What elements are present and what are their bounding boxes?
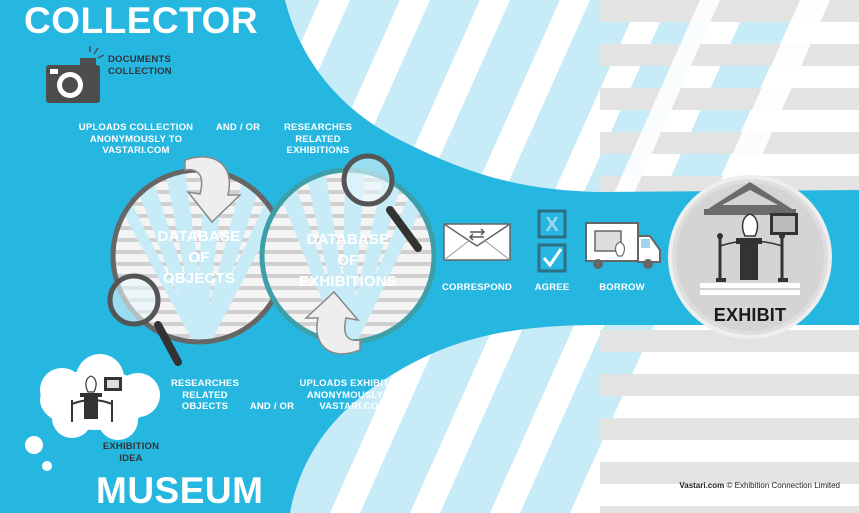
envelope-icon <box>443 223 511 261</box>
museum-building-icon <box>668 175 832 339</box>
database-exhibitions-label: DATABASE OF EXHIBITIONS <box>298 231 398 290</box>
svg-text:X: X <box>545 214 559 236</box>
checkbox-icon <box>537 243 567 273</box>
agree-label: AGREE <box>534 282 570 293</box>
and-or-top-label: AND / OR <box>215 122 261 133</box>
camera-icon <box>46 46 105 103</box>
correspond-label: CORRESPOND <box>441 282 513 293</box>
museum-title: MUSEUM <box>96 470 264 511</box>
exhibition-idea-label: EXHIBITION IDEA <box>102 441 160 464</box>
magnifier-icon <box>341 153 422 252</box>
credit-brand: Vastari.com <box>679 481 725 490</box>
x-box-icon: X <box>537 209 567 239</box>
documents-collection-label: DOCUMENTS COLLECTION <box>108 54 172 77</box>
credit-text: © Exhibition Connection Limited <box>724 481 840 490</box>
arrow-icon <box>304 290 361 355</box>
researches-objects-label: RESEARCHES RELATED OBJECTS <box>171 378 239 412</box>
uploads-collection-label: UPLOADS COLLECTION ANONYMOUSLY TO VASTAR… <box>78 122 194 156</box>
database-objects-label: DATABASE OF OBJECTS <box>157 228 241 287</box>
arrow-icon <box>184 156 242 224</box>
researches-exhibitions-label: RESEARCHES RELATED EXHIBITIONS <box>284 122 352 156</box>
magnifier-icon <box>107 273 182 366</box>
exhibit-label: EXHIBIT <box>713 305 787 325</box>
collector-title: COLLECTOR <box>24 0 259 41</box>
and-or-bottom-label: AND / OR <box>249 401 295 412</box>
copyright-credit: Vastari.com © Exhibition Connection Limi… <box>600 481 840 490</box>
truck-icon <box>585 222 661 269</box>
uploads-exhibition-label: UPLOADS EXHIBITION ANONYMOUSLY TO VASTAR… <box>299 378 407 412</box>
borrow-label: BORROW <box>599 282 645 293</box>
